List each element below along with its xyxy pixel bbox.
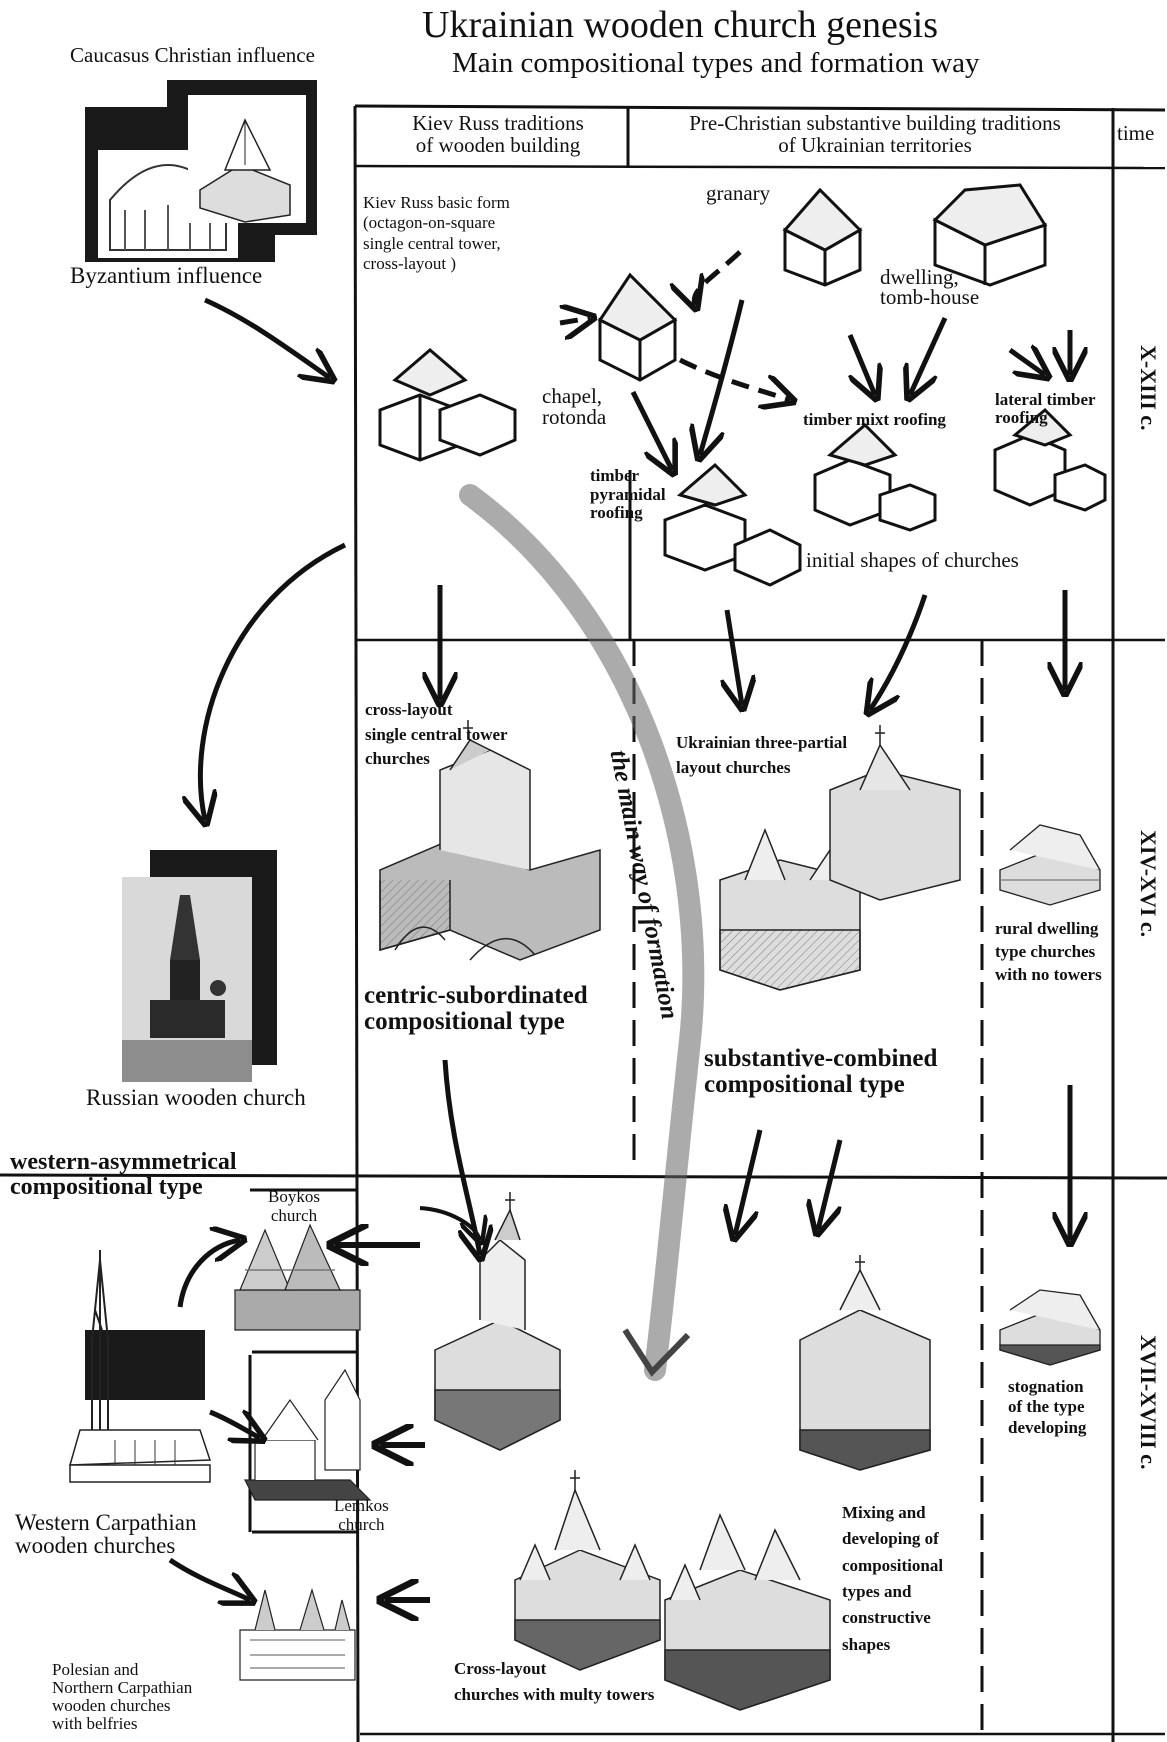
lateral-timber-label: lateral timber roofing xyxy=(995,390,1096,427)
main-way-curve xyxy=(459,484,705,1381)
polesian-church-picture xyxy=(239,1587,356,1681)
rural-dwelling-label: rural dwelling type churches with no tow… xyxy=(995,919,1102,984)
pre-christian-header-line-1: Pre-Christian substantive building tradi… xyxy=(689,111,1061,135)
diagram-title: Ukrainian wooden church genesis xyxy=(422,4,939,46)
substantive-combined-label: substantive-combined compositional type xyxy=(704,1045,938,1099)
russian-church-label: Russian wooden church xyxy=(86,1085,306,1110)
time-header: time xyxy=(1117,121,1155,145)
centric-subordinated-label: centric-subordinated compositional type xyxy=(364,982,588,1036)
kiev-header-line-2: of wooden building xyxy=(415,133,581,158)
mixing-label: Mixing and developing of compositional t… xyxy=(842,1503,944,1654)
lemkos-label: Lemkos church xyxy=(334,1496,389,1534)
period-3: XVII-XVIII c. xyxy=(1136,1335,1161,1470)
cross-layout-label: cross-layout single central tower church… xyxy=(365,700,508,769)
initial-shapes-label: initial shapes of churches xyxy=(806,548,1019,572)
mixing-church-drawing xyxy=(799,1255,931,1471)
boykos-label: Boykos church xyxy=(268,1187,320,1225)
dwelling-sketch xyxy=(932,183,1048,287)
stognation-label: stognation of the type developing xyxy=(1008,1377,1087,1437)
granary-label: granary xyxy=(706,181,771,205)
byzantium-pictures xyxy=(85,80,317,262)
multy-tower-drawing-1 xyxy=(514,1470,661,1671)
three-partial-church-drawing xyxy=(719,725,961,991)
period-1: X-XIII c. xyxy=(1136,345,1161,431)
byzantium-influence-label: Byzantium influence xyxy=(70,263,263,288)
lemkos-church-picture xyxy=(244,1368,372,1501)
chapel-label: chapel, rotonda xyxy=(542,384,607,429)
kiev-basic-form-sketch xyxy=(378,348,517,462)
multy-towers-label: Cross-layout churches with multy towers xyxy=(454,1659,655,1705)
kiev-basic-form-label: Kiev Russ basic form (octagon-on-square … xyxy=(363,193,510,274)
initial-shape-sketch-1 xyxy=(663,462,802,587)
flow-arrows xyxy=(168,250,1070,1600)
kiev-header-line-1: Kiev Russ traditions xyxy=(412,111,584,135)
multy-tower-drawing-2 xyxy=(664,1513,831,1711)
diagram-subtitle: Main compositional types and formation w… xyxy=(452,47,980,79)
rural-dwelling-church-drawing xyxy=(999,824,1101,906)
initial-shape-sketch-2 xyxy=(813,422,937,532)
russian-church-picture xyxy=(122,850,277,1082)
pre-christian-header-line-2: of Ukrainian territories xyxy=(778,133,972,158)
main-way-arrowhead xyxy=(622,1328,691,1377)
centric-church-drawing xyxy=(379,720,601,961)
caucasus-influence-label: Caucasus Christian influence xyxy=(70,43,315,67)
cross-layout-tower-drawing xyxy=(434,1192,561,1451)
western-asymmetrical-label: western-asymmetrical compositional type xyxy=(10,1149,237,1201)
period-2: XIV-XVI c. xyxy=(1136,830,1161,938)
dwelling-label: dwelling, tomb-house xyxy=(880,265,980,309)
timber-mixt-label: timber mixt roofing xyxy=(803,410,946,429)
table-frame xyxy=(0,104,1167,1742)
granary-sketch xyxy=(782,187,863,287)
western-carpathian-label: Western Carpathian wooden churches xyxy=(15,1510,197,1558)
western-carpathian-picture xyxy=(68,1250,212,1483)
boykos-church-picture xyxy=(234,1223,361,1331)
three-partial-label: Ukrainian three-partial layout churches xyxy=(676,733,848,777)
pyramidal-roofing-label: timber pyramidal roofing xyxy=(590,466,666,523)
kiev-header: Kiev Russ traditions of wooden building xyxy=(373,112,623,156)
stognation-church-drawing xyxy=(999,1289,1101,1366)
pre-christian-header: Pre-Christian substantive building tradi… xyxy=(645,112,1105,156)
chapel-sketch xyxy=(597,272,678,382)
polesian-label: Polesian and Northern Carpathian wooden … xyxy=(52,1660,193,1733)
initial-shape-sketch-3 xyxy=(993,407,1107,512)
